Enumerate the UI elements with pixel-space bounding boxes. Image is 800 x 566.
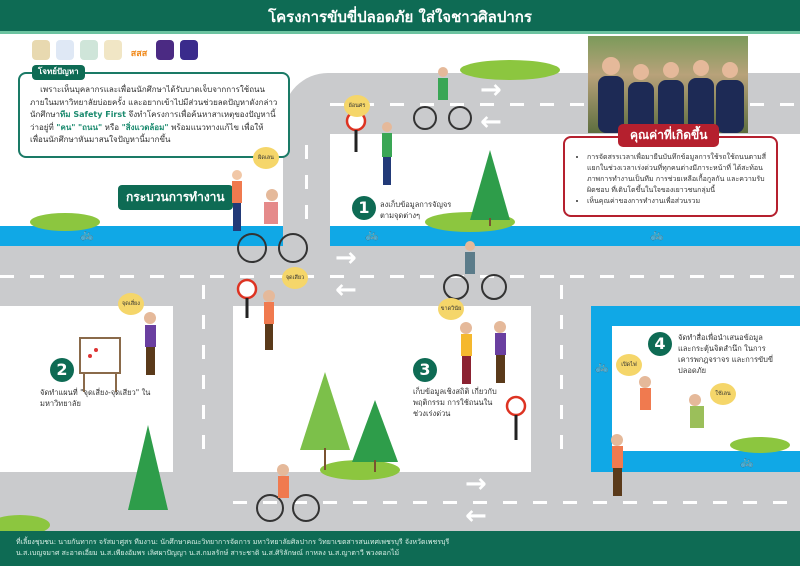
bicycle xyxy=(237,106,507,522)
bike-lane-icon: 🚲 xyxy=(365,228,379,241)
team-photo-people xyxy=(598,57,744,133)
step-number: 3 xyxy=(413,358,437,382)
map-board xyxy=(79,337,121,392)
lane-marking xyxy=(305,145,308,225)
no-bike-sign-icon xyxy=(505,395,527,440)
bike-lane-right xyxy=(330,226,800,246)
arrow-right-icon: → xyxy=(335,243,357,273)
footer-line: น.ส.เบญจมาศ สะอาดเอี่ยม น.ส.เพียงอัมพร เ… xyxy=(16,549,400,557)
arrow-right-icon: → xyxy=(465,469,487,499)
footer-line: ที่เลี้ยงชุมชน: นายกันทากร จรัสมาศูสร ที… xyxy=(16,538,450,546)
arrow-left-icon: ← xyxy=(480,107,502,137)
value-bullet: การจัดสรรเวลาเพื่อมายืนบันทึกข้อมูลการใช… xyxy=(587,152,768,196)
bike-lane-icon: 🚲 xyxy=(650,228,664,241)
logo xyxy=(104,40,122,60)
person xyxy=(144,67,704,498)
arrow-left-icon: ← xyxy=(465,501,487,531)
step-2-text: จัดทำแผนที่ "จุดเสี่ยง-จุดเสียว" ในมหาวิ… xyxy=(40,388,151,408)
sponsor-logos: สสส xyxy=(32,40,198,60)
lane-marking xyxy=(560,285,563,465)
arrow-right-icon: → xyxy=(480,75,502,105)
bike-lane-icon: 🚲 xyxy=(595,360,609,373)
bike-lane-icon: 🚲 xyxy=(80,228,94,241)
bike-lane-left xyxy=(0,226,283,246)
problem-text: เพราะเห็นบุคลากรและเพื่อนนักศึกษาได้รับบ… xyxy=(30,85,278,144)
speech-bubble: ผิดเลน xyxy=(253,147,279,169)
lane-marking xyxy=(233,501,800,504)
lane-marking xyxy=(0,275,800,278)
speech-bubble: ขาดวินัย xyxy=(438,298,464,320)
no-pedestrian-sign-icon xyxy=(236,278,258,318)
step-number: 1 xyxy=(352,196,376,220)
speech-bubble: เปิดไฟเลี้ยว xyxy=(616,354,642,376)
value-title: คุณค่าที่เกิดขึ้น xyxy=(618,124,720,147)
lane-marking xyxy=(330,103,800,106)
page-title: โครงการขับขี่ปลอดภัย ใส่ใจชาวศิลปากร xyxy=(0,0,800,34)
arrow-left-icon: ← xyxy=(335,275,357,305)
team-photo xyxy=(588,36,748,133)
bike-lane-icon: 🚲 xyxy=(740,455,754,468)
logo xyxy=(180,40,198,60)
logo xyxy=(56,40,74,60)
pine-tree xyxy=(128,150,510,510)
footer-credits: ที่เลี้ยงชุมชน: นายกันทากร จรัสมาศูสร ที… xyxy=(0,531,800,566)
step-number: 2 xyxy=(50,358,74,382)
speech-bubble: จุดเสียว xyxy=(282,267,308,289)
step-3-text: เก็บข้อมูลเชิงสถิติ เกี่ยวกับพฤติกรรม กา… xyxy=(413,387,497,418)
pine-tree xyxy=(300,372,350,450)
value-bullet: เห็นคุณค่าของการทำงานเพื่อส่วนรวม xyxy=(587,196,768,207)
step-4-text: จัดทำสื่อเพื่อนำเสนอข้อมูล และกระตุ้นจิต… xyxy=(678,333,774,375)
speech-bubble: จุดเสี่ยง xyxy=(118,293,144,315)
logo: สสส xyxy=(130,49,148,59)
speech-bubble: ย้อนศร xyxy=(344,95,370,117)
problem-label: โจทย์ปัญหา xyxy=(32,65,85,80)
step-number: 4 xyxy=(648,332,672,356)
bush xyxy=(0,60,790,535)
no-entry-sign-icon xyxy=(345,110,367,152)
problem-box: โจทย์ปัญหา เพราะเห็นบุคลากรและเพื่อนนักศ… xyxy=(18,65,290,158)
process-label: กระบวนการทำงาน xyxy=(118,185,233,210)
step-1-text: ลงเก็บข้อมูลการจัญจร ตามจุดต่างๆ xyxy=(380,200,452,220)
logo xyxy=(32,40,50,60)
value-box: การจัดสรรเวลาเพื่อมายืนบันทึกข้อมูลการใช… xyxy=(563,136,778,217)
lane-marking xyxy=(202,285,205,465)
logo xyxy=(80,40,98,60)
logo xyxy=(156,40,174,60)
